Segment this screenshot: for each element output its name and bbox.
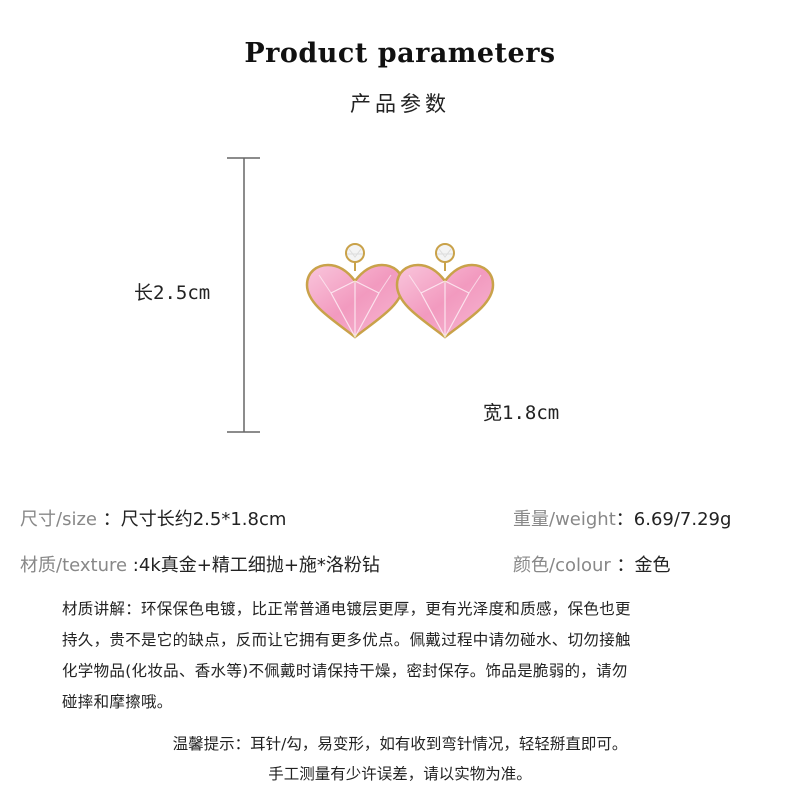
length-label: 长2.5cm	[134, 282, 211, 304]
heart-earring-icon	[305, 243, 495, 339]
tip-line: 温馨提示：耳针/勾，易变形，如有收到弯针情况，轻轻掰直即可。	[172, 735, 628, 753]
left-earring	[305, 243, 405, 339]
description-line: 碰摔和摩擦哦。	[62, 693, 173, 711]
description-line: 材质讲解：环保保色电镀，比正常普通电镀层更厚，更有光泽度和质感，保色也更	[62, 600, 631, 618]
spec-texture: 材质/texture :4k真金+精工细抛+施*洛粉钻	[20, 551, 380, 577]
page-title: Product parameters	[244, 38, 556, 69]
width-label: 宽1.8cm	[483, 402, 560, 424]
spec-size: 尺寸/size ：尺寸长约2.5*1.8cm	[20, 505, 286, 531]
right-earring	[395, 243, 495, 339]
description-line: 化学物品(化妆品、香水等)不佩戴时请保持干燥，密封保存。饰品是脆弱的，请勿	[62, 662, 628, 680]
colour-value: ：金色	[610, 555, 671, 576]
size-value: ：尺寸长约2.5*1.8cm	[96, 509, 287, 530]
size-label: 尺寸/size	[20, 509, 97, 530]
description-line: 持久，贵不是它的缺点，反而让它拥有更多优点。佩戴过程中请勿碰水、切勿接触	[62, 631, 631, 649]
length-measure-line	[227, 157, 260, 433]
spec-weight: 重量/weight：6.69/7.29g	[513, 505, 731, 531]
texture-label: 材质/texture	[20, 555, 128, 576]
colour-label: 颜色/colour	[513, 555, 611, 576]
weight-value: ：6.69/7.29g	[615, 509, 732, 530]
texture-value: :4k真金+精工细抛+施*洛粉钻	[127, 555, 380, 576]
page-subtitle: 产品参数	[350, 92, 450, 116]
spec-colour: 颜色/colour ：金色	[513, 551, 671, 577]
weight-label: 重量/weight	[513, 509, 616, 530]
tip-line: 手工测量有少许误差，请以实物为准。	[268, 765, 532, 783]
material-description: 材质讲解：环保保色电镀，比正常普通电镀层更厚，更有光泽度和质感，保色也更 持久，…	[62, 594, 752, 718]
